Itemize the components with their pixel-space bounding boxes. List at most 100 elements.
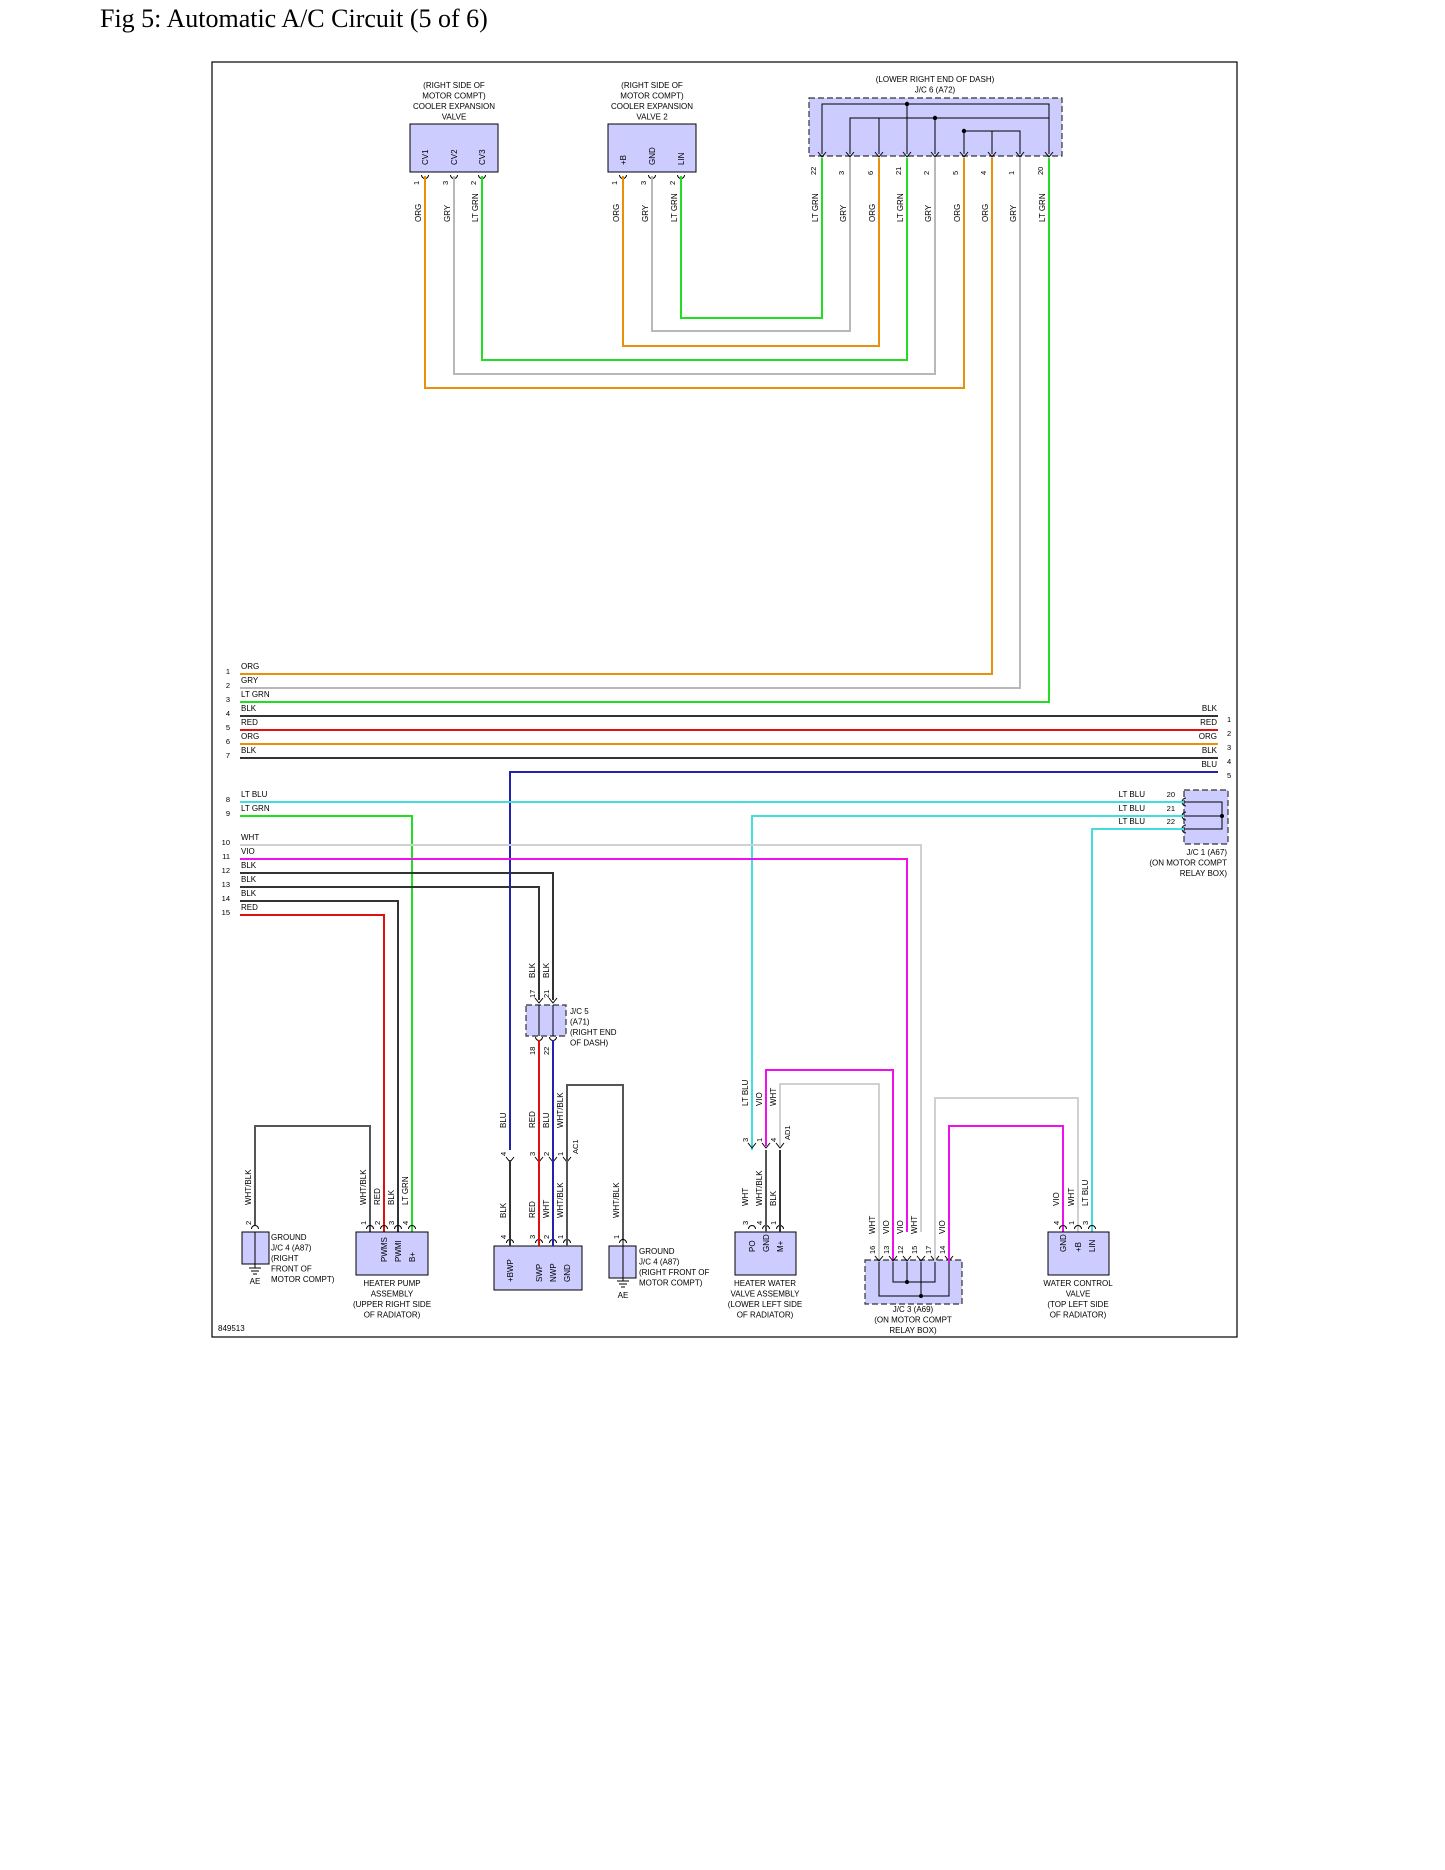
heater-pump-pin-name: PWMS [380, 1237, 389, 1262]
jc5-caption: J/C 5 [570, 1007, 589, 1016]
wcv-wire-label: LT BLU [1081, 1179, 1090, 1206]
bus-wire-label-8: LT BLU [241, 790, 268, 799]
cev2-wire-label: LT GRN [670, 193, 679, 222]
jc6-pin-number: 21 [894, 167, 903, 175]
wcv-pin-number: 1 [1067, 1221, 1076, 1225]
wire-cv3 [481, 158, 908, 361]
bus-wire-wht-10 [240, 844, 922, 1232]
heater-pump-wire-label: LT GRN [401, 1176, 410, 1205]
jc6-pin-number: 3 [837, 171, 846, 175]
bus-wire-ltgrn-3 [240, 158, 1050, 703]
jc5-caption: (RIGHT END [570, 1028, 617, 1037]
cev1-pin-number: 2 [469, 181, 478, 185]
jc6-caption: J/C 6 (A72) [915, 86, 956, 95]
jc5-pin-number: 21 [542, 990, 551, 998]
jc3-caption: J/C 3 (A69) [893, 1305, 934, 1314]
jc6-internal-bus [992, 130, 1021, 154]
bus-wire-label-3: LT GRN [241, 690, 270, 699]
right-bus-number-1: 1 [1227, 715, 1231, 724]
heater-valve-pin-name: PO [748, 1240, 757, 1252]
jc6-pin-connector [1015, 151, 1025, 158]
wire-cv1 [424, 158, 965, 389]
jc6-internal-bus [821, 103, 907, 154]
water-pump-pin-number: 3 [528, 1235, 537, 1239]
jc6-wire-label: GRY [1009, 204, 1018, 222]
right-bus-wire-label-5: BLU [1201, 760, 1217, 769]
heater-valve-wire-label: VIO [755, 1092, 764, 1106]
wcv-pin-name: GND [1059, 1234, 1068, 1252]
right-bus-wire-label-4: BLK [1202, 746, 1218, 755]
jc6-pin-number: 6 [866, 171, 875, 175]
wcv-box [1047, 1231, 1110, 1276]
jc6-wire-label: LT GRN [896, 193, 905, 222]
heater-pump-caption: ASSEMBLY [371, 1290, 414, 1299]
wcv-pin-name: +B [1074, 1242, 1083, 1252]
ground-left-pin-number: 2 [244, 1221, 253, 1225]
jc6-pin-number: 4 [979, 171, 988, 175]
heater-pump-caption: OF RADIATOR) [364, 1311, 421, 1320]
right-bus-number-3: 3 [1227, 743, 1231, 752]
wire-hv-wht [779, 1083, 880, 1260]
heater-pump-pin-name: B+ [408, 1252, 417, 1262]
jc6-pin-connector [1044, 151, 1054, 158]
jc3-wire-label: WHT [910, 1216, 919, 1234]
bus-number-8: 8 [226, 795, 230, 804]
bus-wire-label-10: WHT [241, 833, 259, 842]
wire-ground-left [254, 1125, 371, 1232]
jc6-wire-label: ORG [981, 204, 990, 222]
ground-left-wire-label: WHT/BLK [244, 1169, 253, 1205]
cev2-pin-number: 1 [610, 181, 619, 185]
water-pump-pin-name: SWP [535, 1264, 544, 1282]
water-pump-wire-label: BLU [542, 1112, 551, 1128]
cev1-pin-name: CV3 [478, 149, 487, 165]
jc5-pin-connector [548, 997, 558, 1004]
jc3-caption: (ON MOTOR COMPT [874, 1316, 952, 1325]
bus-wire-blu-5 [509, 771, 1218, 1150]
bus-number-11: 11 [222, 852, 230, 861]
heater-valve-wire-label: WHT [769, 1088, 778, 1106]
jc1-caption: RELAY BOX) [1180, 869, 1228, 878]
jc6-wire-label: GRY [839, 204, 848, 222]
heater-valve-wire-label: WHT [741, 1188, 750, 1206]
bus-wire-blk-13 [240, 886, 540, 1000]
jc5-pin-number: 18 [528, 1047, 537, 1055]
ground-mid-caption: GROUND [639, 1247, 675, 1256]
heater-valve-pin-connector [748, 1225, 756, 1230]
water-pump-wire-label: WHT [542, 1200, 551, 1218]
wire-jc3-vio [948, 1125, 1064, 1262]
heater-valve-pin-number: 3 [741, 1221, 750, 1225]
jc6-internal-bus [963, 130, 993, 154]
jc3-pin-number: 13 [882, 1246, 891, 1254]
water-pump-connector-tag: AC1 [571, 1139, 580, 1154]
cev1-caption: MOTOR COMPT) [422, 92, 486, 101]
heater-valve-pin-number: 1 [769, 1221, 778, 1225]
cev1-wire-label: ORG [414, 204, 423, 222]
ground-left-caption: MOTOR COMPT) [271, 1275, 335, 1284]
cev1-pin-name: CV2 [450, 149, 459, 165]
right-bus-wire-label-2: RED [1200, 718, 1217, 727]
bus-number-12: 12 [222, 866, 230, 875]
ground-mid-pin-number: 1 [612, 1235, 621, 1239]
water-pump-wire-label: WHT/BLK [556, 1182, 565, 1218]
wcv-wire-label: VIO [1052, 1192, 1061, 1206]
water-pump-pin-number: 1 [556, 1235, 565, 1239]
cev1-pin-number: 3 [441, 181, 450, 185]
heater-valve-inline-connector [747, 1142, 757, 1149]
bus-number-4: 4 [226, 709, 230, 718]
jc3-wire-label: WHT [868, 1216, 877, 1234]
water-pump-pin-number: 4 [499, 1235, 508, 1239]
wcv-caption: WATER CONTROL [1043, 1279, 1113, 1288]
bus-number-6: 6 [226, 737, 230, 746]
jc5-pin-number: 17 [528, 990, 537, 998]
jc6-splice-dot [961, 128, 967, 134]
water-pump-pin-name: GND [563, 1264, 572, 1282]
wire-ltblu-heater-valve [751, 815, 1184, 1150]
heater-valve-connector-pin: 3 [741, 1138, 750, 1142]
jc3-internal-bus [878, 1262, 950, 1297]
bus-wire-label-2: GRY [241, 676, 259, 685]
jc3-caption: RELAY BOX) [889, 1326, 937, 1335]
bus-number-14: 14 [222, 894, 230, 903]
bus-wire-blk-14 [240, 900, 399, 1232]
bus-wire-gry-2 [240, 158, 1021, 689]
